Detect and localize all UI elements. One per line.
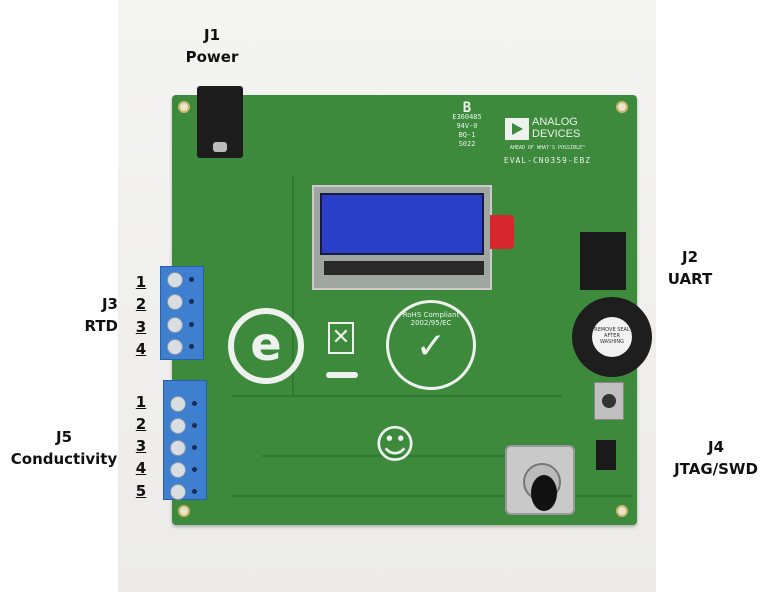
j5-pin-4: 4 xyxy=(135,459,147,477)
bin-underline xyxy=(326,372,358,378)
mounting-hole xyxy=(616,101,628,113)
ul-rating: 94V-0 xyxy=(456,122,478,130)
mounting-hole xyxy=(178,505,190,517)
buzzer: REMOVE SEAL AFTER WASHING xyxy=(572,297,652,377)
j5-pin-3: 3 xyxy=(135,437,147,455)
rohs-logo: RoHS Compliant 2002/95/EC ✓ xyxy=(386,300,476,390)
mascot-graphic: ☺ xyxy=(374,422,416,468)
adi-logo-icon xyxy=(505,118,529,140)
j5-label: J5 Conductivity xyxy=(10,428,118,468)
mounting-hole xyxy=(616,505,628,517)
j3-pin-3: 3 xyxy=(135,318,147,336)
part-number: EVAL-CN0359-EBZ xyxy=(503,156,592,165)
jtag-header xyxy=(596,440,616,470)
j1-label: J1 Power xyxy=(185,26,239,66)
mounting-hole xyxy=(178,101,190,113)
uart-header xyxy=(580,232,626,290)
j5-pin-5: 5 xyxy=(135,482,147,500)
adi-brand: ANALOG DEVICES xyxy=(532,116,581,140)
power-jack xyxy=(197,86,243,158)
ul-code: BQ-1 xyxy=(458,131,476,139)
j3-label: J3 RTD xyxy=(84,295,118,335)
lcd-protective-tab xyxy=(490,215,514,249)
j5-pin-2: 2 xyxy=(135,415,147,433)
conductivity-terminal-block xyxy=(163,380,207,500)
rotary-encoder xyxy=(505,445,575,515)
j3-pin-4: 4 xyxy=(135,340,147,358)
push-button xyxy=(594,382,624,420)
j3-pin-1: 1 xyxy=(135,273,147,291)
j3-pin-2: 2 xyxy=(135,295,147,313)
ul-marking: B E360485 94V-0 BQ-1 S022 xyxy=(442,101,492,149)
date-code: S022 xyxy=(458,140,476,148)
j4-label: J4 JTAG/SWD xyxy=(674,438,758,478)
rtd-terminal-block xyxy=(160,266,204,360)
ul-mark: E360485 xyxy=(452,113,482,121)
tagline: AHEAD OF WHAT'S POSSIBLE™ xyxy=(509,145,586,151)
lcd-display xyxy=(312,185,492,290)
j2-label: J2 UART xyxy=(667,248,713,288)
weee-e-logo: e xyxy=(228,308,304,384)
waste-bin-icon: ✕ xyxy=(328,322,354,354)
j5-pin-1: 1 xyxy=(135,393,147,411)
